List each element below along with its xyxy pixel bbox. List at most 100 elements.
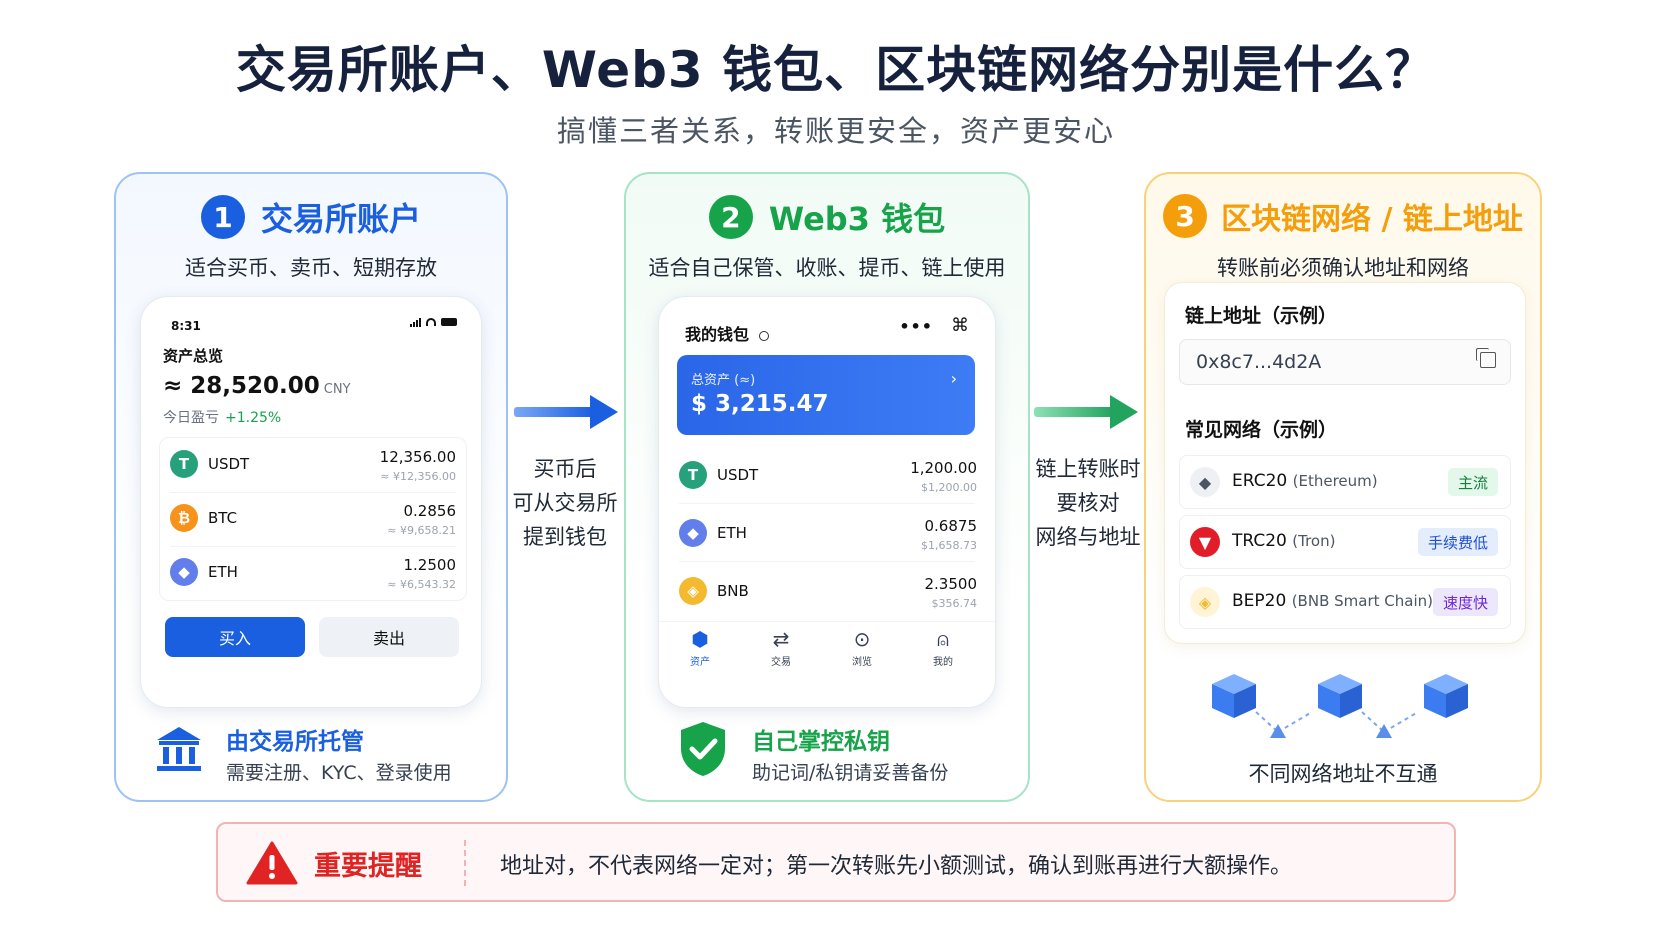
asset-fiat-value: $356.74 bbox=[931, 597, 978, 610]
user-icon: ⍝ bbox=[937, 627, 949, 651]
caption-line: 网络与地址 bbox=[1035, 525, 1141, 549]
asset-name: BNB bbox=[717, 582, 749, 600]
wallet-row-usdt[interactable]: T USDT 1,200.00 $1,200.00 bbox=[669, 449, 987, 503]
important-reminder: 重要提醒 地址对，不代表网络一定对；第一次转账先小额测试，确认到账再进行大额操作… bbox=[216, 822, 1456, 902]
caption-line: 链上转账时 bbox=[1035, 457, 1141, 481]
asset-name: USDT bbox=[208, 455, 250, 473]
step-1-badge: 1 bbox=[200, 195, 245, 239]
eth-icon: ◆ bbox=[679, 519, 707, 547]
wifi-icon bbox=[426, 318, 436, 326]
asset-name: ETH bbox=[717, 524, 747, 542]
wallet-header: 我的钱包 bbox=[685, 321, 770, 345]
divider bbox=[170, 492, 456, 493]
asset-overview-label: 资产总览 bbox=[163, 347, 224, 365]
sell-button[interactable]: 卖出 bbox=[319, 617, 459, 657]
total-asset-card[interactable]: 总资产 (≈) $ 3,215.47 › bbox=[677, 355, 975, 435]
asset-amount: 1,200.00 bbox=[910, 459, 977, 477]
caption-line: 买币后 bbox=[533, 457, 597, 481]
network-code: TRC20 bbox=[1232, 531, 1287, 551]
total-asset-value: $ 3,215.47 bbox=[691, 391, 829, 417]
bottom-nav: ⬢资产 ⇄ 交易 ⊙浏览 ⍝我的 bbox=[659, 621, 995, 681]
nav-browse[interactable]: ⊙浏览 bbox=[837, 627, 887, 668]
network-row-trc20[interactable]: ▼ TRC20 (Tron) 手续费低 bbox=[1179, 515, 1511, 569]
wallet-phone-mockup: 我的钱包 ••• ⌘ 总资产 (≈) $ 3,215.47 › T USDT 1… bbox=[658, 296, 996, 708]
private-key-subtitle: 助记词/私钥请妥善备份 bbox=[752, 762, 949, 784]
arrow-2-caption: 链上转账时 要核对 网络与地址 bbox=[1028, 452, 1148, 554]
divider bbox=[170, 546, 456, 547]
nav-trade[interactable]: ⇄ 交易 bbox=[756, 627, 806, 668]
step-2-badge: 2 bbox=[708, 195, 753, 239]
panel-2-subtitle: 适合自己保管、收账、提币、链上使用 bbox=[648, 256, 1006, 280]
scan-icon[interactable]: ⌘ bbox=[951, 315, 969, 336]
wallet-row-eth[interactable]: ◆ ETH 0.6875 $1,658.73 bbox=[669, 507, 987, 561]
status-time: 8:31 bbox=[171, 319, 201, 333]
address-label: 链上地址（示例） bbox=[1185, 305, 1338, 327]
divider bbox=[464, 840, 466, 886]
nav-label: 浏览 bbox=[852, 657, 872, 668]
asset-name: USDT bbox=[717, 466, 759, 484]
asset-fiat-value: ≈ ¥9,658.21 bbox=[387, 524, 456, 537]
ethereum-icon: ◆ bbox=[1190, 467, 1220, 497]
copy-icon[interactable] bbox=[1476, 348, 1496, 368]
usdt-icon: T bbox=[679, 461, 707, 489]
network-detail: (Tron) bbox=[1292, 532, 1336, 550]
wallet-row-bnb[interactable]: ◈ BNB 2.3500 $356.74 bbox=[669, 565, 987, 619]
panel-web3-wallet: 2 Web3 钱包 适合自己保管、收账、提币、链上使用 我的钱包 ••• ⌘ 总… bbox=[624, 172, 1030, 802]
nav-assets[interactable]: ⬢资产 bbox=[675, 627, 725, 668]
battery-icon bbox=[441, 318, 457, 326]
asset-row-eth[interactable]: ◆ ETH 1.2500 ≈ ¥6,543.32 bbox=[160, 546, 466, 600]
divider bbox=[679, 561, 975, 562]
nav-label: 交易 bbox=[771, 657, 791, 668]
arrow-right-icon bbox=[1034, 395, 1138, 429]
asset-amount: 2.3500 bbox=[924, 575, 978, 593]
address-value: 0x8c7...4d2A bbox=[1196, 351, 1322, 373]
total-asset-number: ≈ 28,520.00 bbox=[163, 373, 320, 399]
arrow-1-caption: 买币后 可从交易所 提到钱包 bbox=[510, 452, 620, 554]
more-icon[interactable]: ••• bbox=[899, 317, 933, 336]
asset-row-usdt[interactable]: T USDT 12,356.00 ≈ ¥12,356.00 bbox=[160, 438, 466, 492]
blockchain-cubes-icon bbox=[1212, 674, 1468, 738]
asset-amount: 0.2856 bbox=[403, 502, 457, 520]
arrow-right-icon bbox=[514, 395, 618, 429]
asset-list: T USDT 12,356.00 ≈ ¥12,356.00 ₿ BTC 0.28… bbox=[159, 437, 467, 601]
total-asset-label: 总资产 (≈) bbox=[691, 373, 756, 388]
address-network-card: 链上地址（示例） 0x8c7...4d2A 常见网络（示例） ◆ ERC20 (… bbox=[1164, 282, 1526, 644]
asset-row-btc[interactable]: ₿ BTC 0.2856 ≈ ¥9,658.21 bbox=[160, 492, 466, 546]
daily-pnl: 今日盈亏+1.25% bbox=[163, 407, 281, 427]
chevron-right-icon: › bbox=[950, 369, 957, 388]
panel-1-title: 交易所账户 bbox=[260, 200, 421, 238]
network-row-erc20[interactable]: ◆ ERC20 (Ethereum) 主流 bbox=[1179, 455, 1511, 509]
asset-fiat-value: $1,658.73 bbox=[921, 539, 977, 552]
asset-fiat-value: $1,200.00 bbox=[921, 481, 977, 494]
caption-line: 要核对 bbox=[1056, 491, 1120, 515]
private-key-title: 自己掌控私钥 bbox=[752, 729, 890, 755]
reminder-text: 地址对，不代表网络一定对；第一次转账先小额测试，确认到账再进行大额操作。 bbox=[500, 854, 1293, 879]
buy-button[interactable]: 买入 bbox=[165, 617, 305, 657]
reminder-title: 重要提醒 bbox=[314, 851, 422, 882]
cube bbox=[1424, 674, 1468, 718]
network-tag: 速度快 bbox=[1432, 588, 1498, 616]
signal-icon bbox=[410, 317, 421, 327]
networks-label: 常见网络（示例） bbox=[1185, 419, 1338, 441]
warning-icon bbox=[246, 841, 298, 885]
swap-icon: ⇄ bbox=[772, 627, 790, 651]
page-title: 交易所账户、Web3 钱包、区块链网络分别是什么？ bbox=[235, 41, 1437, 99]
asset-amount: 12,356.00 bbox=[379, 448, 456, 466]
home-icon: ⬢ bbox=[691, 627, 709, 651]
address-field[interactable]: 0x8c7...4d2A bbox=[1179, 339, 1511, 385]
network-code: BEP20 bbox=[1232, 591, 1287, 611]
tron-icon: ▼ bbox=[1190, 527, 1220, 557]
nav-profile[interactable]: ⍝我的 bbox=[918, 627, 968, 668]
status-icons bbox=[410, 317, 457, 327]
btc-icon: ₿ bbox=[170, 504, 198, 532]
bank-icon bbox=[157, 727, 201, 771]
asset-name: ETH bbox=[208, 563, 238, 581]
eth-icon: ◆ bbox=[170, 558, 198, 586]
custody-title: 由交易所托管 bbox=[226, 729, 364, 755]
network-incompatible-note: 不同网络地址不互通 bbox=[1248, 762, 1438, 786]
caption-line: 可从交易所 bbox=[512, 491, 618, 515]
network-row-bep20[interactable]: ◈ BEP20 (BNB Smart Chain) 速度快 bbox=[1179, 575, 1511, 629]
currency-label: CNY bbox=[323, 382, 351, 397]
